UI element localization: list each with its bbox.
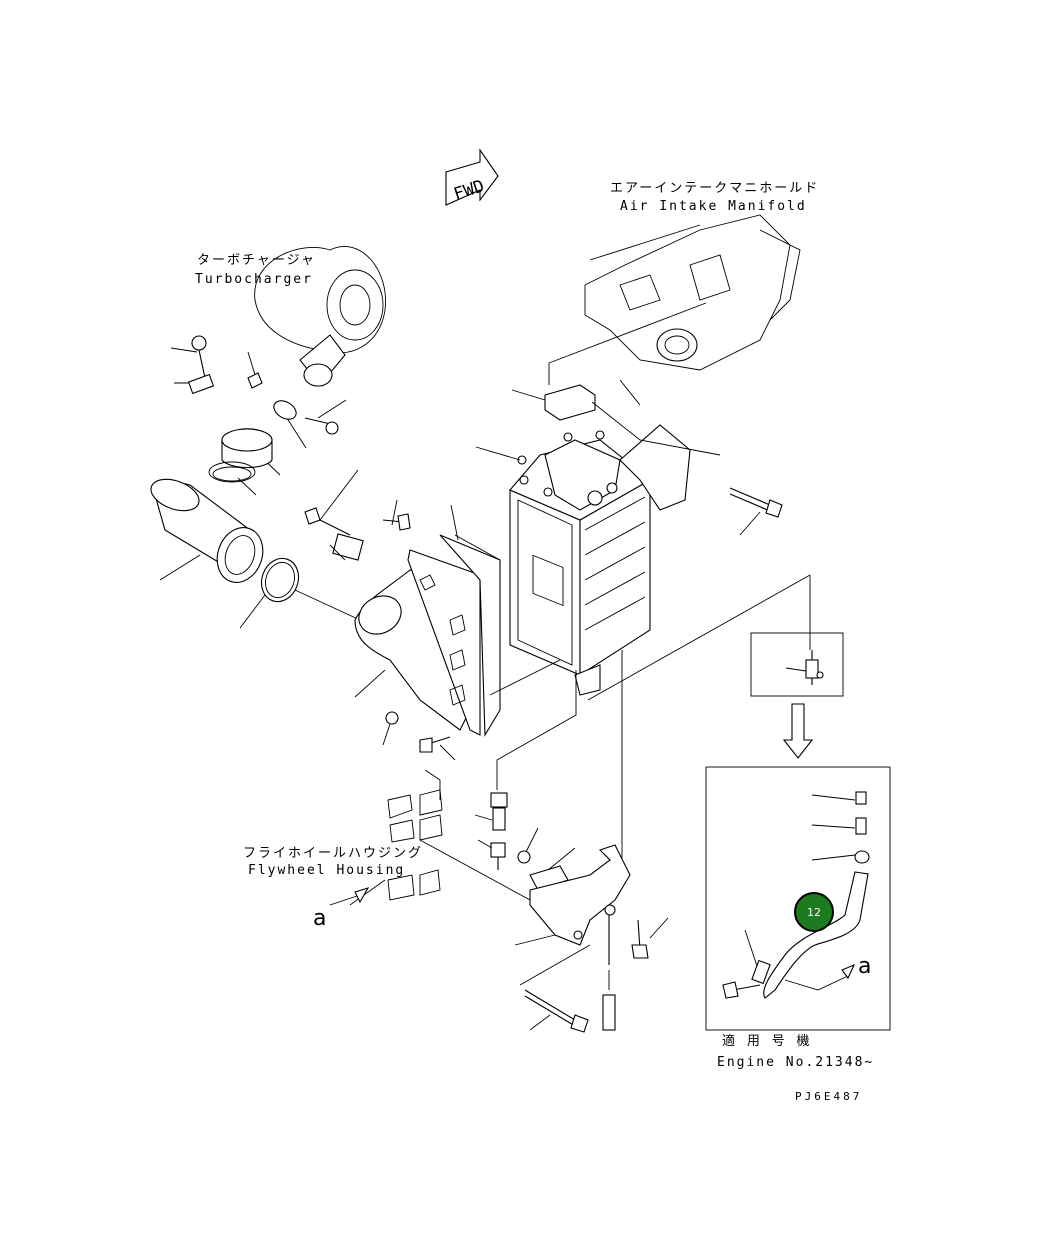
- drawing-code: PJ6E487: [795, 1090, 862, 1103]
- turbocharger-label-en: Turbocharger: [195, 272, 313, 287]
- turbocharger: [254, 246, 386, 387]
- down-arrow: [782, 703, 814, 759]
- flywheel-label-en: Flywheel Housing: [248, 863, 405, 878]
- callout-number[interactable]: 12: [807, 906, 821, 919]
- ref-a-right: a: [858, 954, 871, 979]
- left-hardware: [150, 335, 411, 621]
- fwd-arrow: FWD: [445, 148, 499, 206]
- flywheel-housing: [349, 769, 531, 906]
- ref-a-left-group: a: [313, 887, 370, 931]
- spacer-block: [475, 384, 596, 461]
- intake-duct: [354, 534, 501, 753]
- air-intake-manifold: [584, 214, 801, 371]
- applicable-label-jp: 適 用 号 機: [722, 1033, 811, 1049]
- turbocharger-label-jp: ターボチャージャ: [197, 253, 316, 268]
- assembly-lines: [489, 302, 811, 870]
- flywheel-label-jp: フライホイールハウジング: [243, 846, 423, 861]
- lower-parts: [474, 792, 669, 1033]
- aftercooler-core: [509, 424, 691, 696]
- callout-circle[interactable]: [794, 892, 834, 932]
- inset-box-large: a: [705, 766, 891, 1031]
- engine-number-label: Engine No.21348~: [717, 1055, 874, 1070]
- air-intake-label-en: Air Intake Manifold: [620, 199, 807, 214]
- air-intake-label-jp: エアーインテークマニホールド: [610, 181, 819, 196]
- ref-a-left: a: [313, 906, 326, 931]
- inset-box-small: [750, 632, 844, 697]
- long-bolt-right: [729, 487, 783, 536]
- callout-12[interactable]: 12: [794, 892, 834, 932]
